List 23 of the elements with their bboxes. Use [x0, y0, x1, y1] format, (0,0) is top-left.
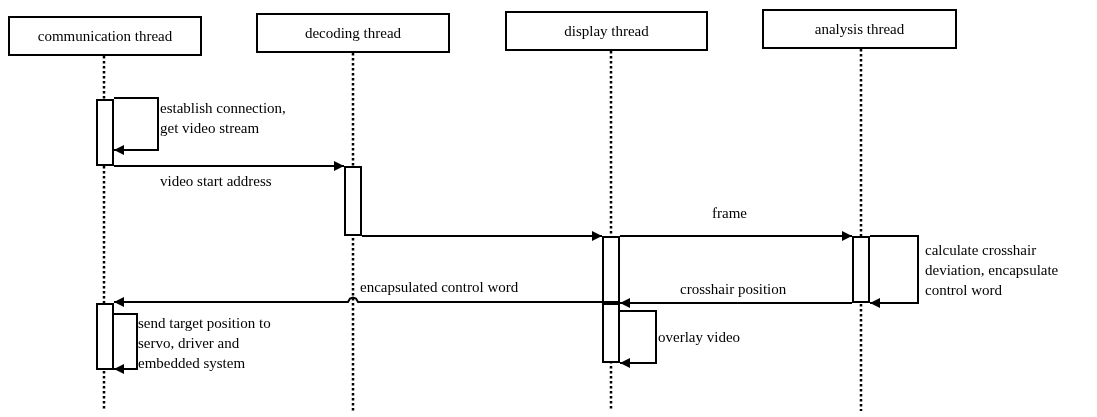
- thread-name: display thread: [564, 22, 649, 40]
- activation-bar: [852, 236, 870, 303]
- self-message-arrow: [869, 235, 919, 308]
- lifeline-header-box: [8, 16, 202, 56]
- activation-bar: [602, 303, 620, 363]
- message-arrow: [361, 231, 603, 241]
- thread-name: decoding thread: [304, 24, 402, 42]
- activation-bar: [96, 99, 114, 166]
- message-arrow: [619, 298, 853, 308]
- thread-name: communication thread: [37, 27, 173, 45]
- message-arrow: [113, 296, 603, 307]
- lifeline-header-box: [256, 13, 450, 53]
- self-message-arrow: [619, 310, 657, 368]
- self-message-arrow: [113, 97, 159, 155]
- activation-bar: [96, 303, 114, 370]
- message-arrow: [619, 231, 853, 241]
- thread-name: analysis thread: [814, 20, 905, 38]
- lifeline-header-box: [505, 11, 708, 51]
- activation-bar: [344, 166, 362, 236]
- message-arrow: [113, 161, 345, 171]
- self-message-arrow: [113, 313, 138, 374]
- lifeline-header-box: [762, 9, 957, 49]
- activation-bar: [602, 236, 620, 303]
